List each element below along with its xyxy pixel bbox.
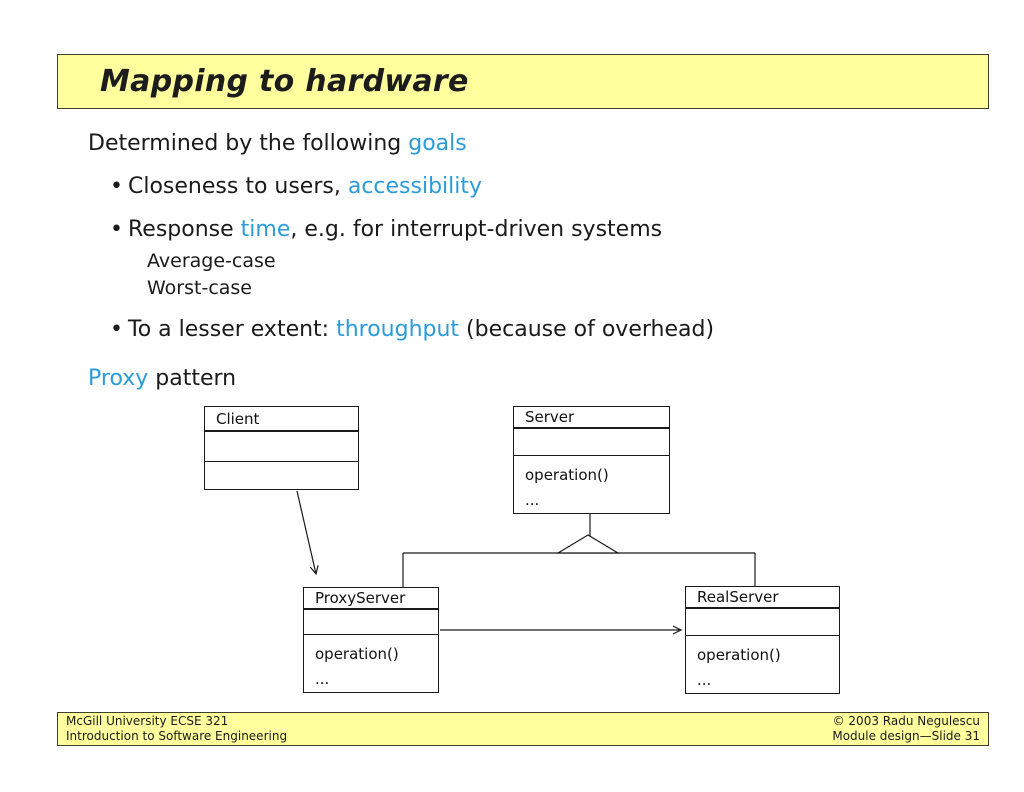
class-box-server: Server operation() ...	[513, 406, 670, 514]
slide-title: Mapping to hardware	[100, 64, 469, 99]
footer-right: © 2003 Radu Negulescu Module design—Slid…	[832, 714, 980, 744]
footer-slide-number: Module design—Slide 31	[832, 729, 980, 743]
bullet3-pre: To a lesser extent:	[128, 317, 337, 342]
pattern-highlight: Proxy	[88, 366, 149, 391]
proxy-pattern-heading: Proxy pattern	[88, 366, 236, 391]
bullet-icon: •	[110, 217, 123, 242]
bullet-icon: •	[110, 174, 123, 199]
operation-ellipsis: ...	[525, 491, 540, 509]
generalization-triangle-icon	[555, 534, 621, 554]
intro-line: Determined by the following goals	[88, 131, 467, 156]
footer-copyright: © 2003 Radu Negulescu	[832, 714, 980, 728]
class-attributes	[686, 609, 839, 636]
intro-highlight: goals	[408, 131, 467, 156]
pattern-post: pattern	[148, 366, 237, 391]
class-name: Server	[514, 407, 669, 430]
class-name: ProxyServer	[304, 588, 438, 610]
sub-item-average-case: Average-case	[147, 250, 276, 272]
class-name: Client	[205, 407, 358, 432]
operation-ellipsis: ...	[315, 670, 330, 688]
footer-course-title: Introduction to Software Engineering	[66, 729, 288, 743]
class-name: RealServer	[686, 587, 839, 609]
bullet-item-throughput: •To a lesser extent: throughput (because…	[110, 317, 714, 342]
bullet-item-accessibility: •Closeness to users, accessibility	[110, 174, 482, 199]
intro-pre: Determined by the following	[88, 131, 409, 156]
operation-label: operation()	[315, 645, 399, 663]
class-attributes	[514, 429, 669, 456]
class-attributes	[205, 432, 358, 462]
class-operations: operation() ...	[686, 636, 839, 693]
bullet-icon: •	[110, 317, 123, 342]
footer-course-code: McGill University ECSE 321	[66, 714, 229, 728]
bullet3-highlight: throughput	[336, 317, 460, 342]
class-operations: operation() ...	[304, 635, 438, 692]
bullet2-highlight: time	[240, 217, 291, 242]
bullet2-pre: Response	[128, 217, 241, 242]
bullet-item-response-time: •Response time, e.g. for interrupt-drive…	[110, 217, 662, 242]
class-box-proxyserver: ProxyServer operation() ...	[303, 587, 439, 693]
footer-left: McGill University ECSE 321 Introduction …	[66, 714, 287, 744]
class-box-realserver: RealServer operation() ...	[685, 586, 840, 694]
dependency-arrow-client-proxyserver	[296, 490, 319, 576]
class-operations	[205, 462, 358, 489]
sub-item-worst-case: Worst-case	[147, 277, 252, 299]
bullet2-post: , e.g. for interrupt-driven systems	[290, 217, 663, 242]
bullet1-highlight: accessibility	[347, 174, 483, 199]
class-box-client: Client	[204, 406, 359, 490]
operation-label: operation()	[525, 466, 609, 484]
bullet3-post: (because of overhead)	[459, 317, 715, 342]
class-attributes	[304, 610, 438, 635]
slide-footer: McGill University ECSE 321 Introduction …	[57, 712, 989, 746]
operation-label: operation()	[697, 646, 781, 664]
bullet1-pre: Closeness to users,	[128, 174, 348, 199]
class-operations: operation() ...	[514, 456, 669, 513]
operation-ellipsis: ...	[697, 671, 712, 689]
slide-title-bar: Mapping to hardware	[57, 54, 989, 109]
